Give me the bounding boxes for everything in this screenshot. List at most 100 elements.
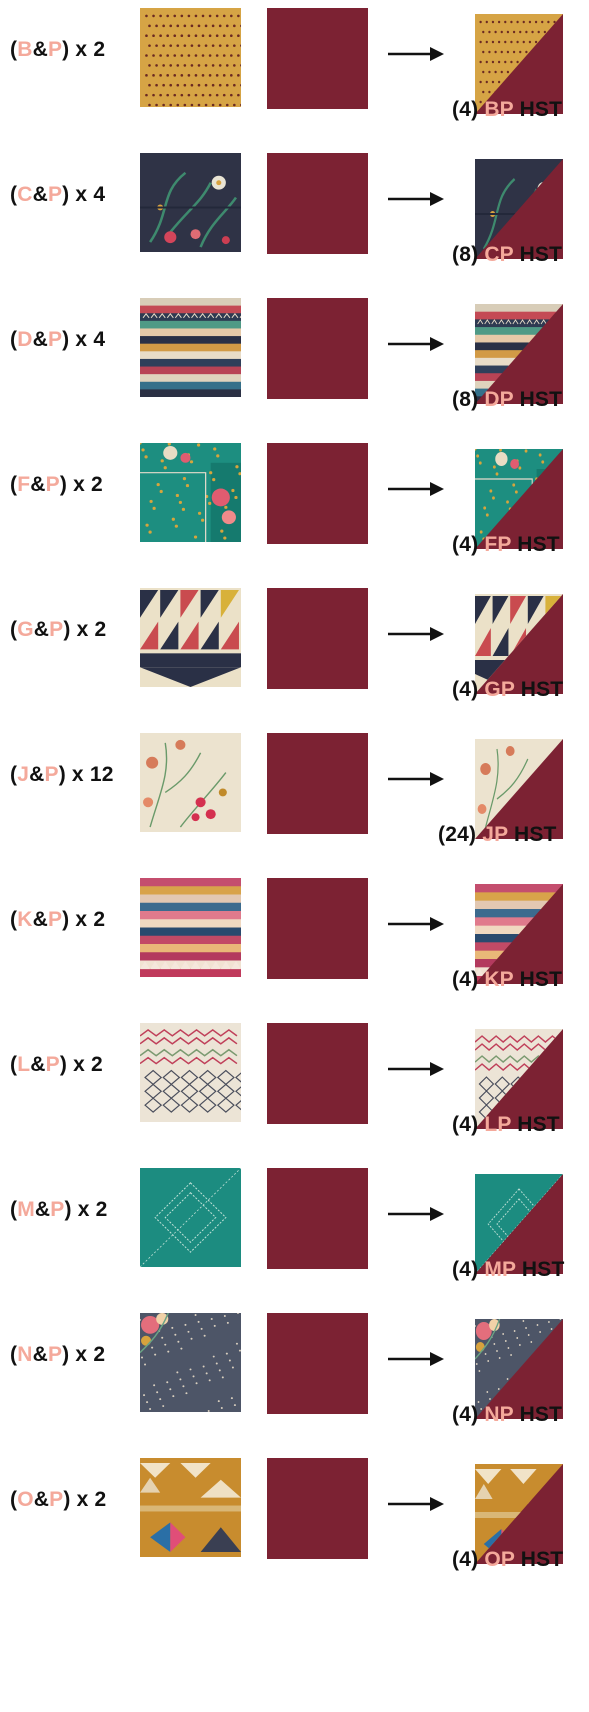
hst-code: LP [484,1113,512,1136]
hst-row: (D&P) x 4 (8) DP HST [0,298,589,456]
solid-swatch [267,298,368,399]
pair-label: (K&P) x 2 [10,908,106,931]
solid-swatch [267,588,368,689]
fabric-pattern [140,153,241,252]
hst-count: (4) [452,1258,479,1281]
solid-letter: P [47,908,63,931]
hst-row: (C&P) x 4 (8) CP HST [0,153,589,311]
pair-label: (N&P) x 2 [10,1343,106,1366]
hst-count: (8) [452,243,479,266]
multiplier: x 2 [76,1488,107,1511]
multiplier: x 2 [75,1343,106,1366]
ampersand: & [34,1198,51,1221]
solid-letter: P [47,1343,63,1366]
hst-row: (N&P) x 2 (4) NP HST [0,1313,589,1471]
hst-code: FP [484,533,512,556]
fabric-letter: G [17,618,34,641]
hst-code: KP [484,968,514,991]
solid-swatch [267,1023,368,1124]
multiplier: x 12 [71,763,114,786]
hst-count-label: (4) KP HST [452,968,562,992]
hst-count-label: (4) LP HST [452,1113,560,1137]
pair-label: (C&P) x 4 [10,183,106,206]
hst-code: MP [484,1258,516,1281]
arrow-right-icon [388,627,444,641]
hst-square [475,1029,563,1129]
fabric-letter: J [17,763,30,786]
multiplier: x 2 [77,1198,108,1221]
fabric-letter: N [17,1343,33,1366]
solid-letter: P [45,1053,60,1076]
solid-swatch [267,443,368,544]
hst-square [475,449,563,549]
fabric-letter: C [17,183,33,206]
hst-code: JP [482,823,508,846]
arrow-right-icon [388,1062,444,1076]
hst-square [475,884,563,984]
hst-unit: HST [521,1258,565,1281]
hst-square [475,1464,563,1564]
hst-count: (4) [452,98,479,121]
hst-unit: HST [513,823,557,846]
fabric-swatch [140,733,241,832]
fabric-swatch [140,1458,241,1557]
hst-row: (G&P) x 2 (4) GP HST [0,588,589,746]
multiplier: x 4 [75,183,106,206]
arrow-right-icon [388,192,444,206]
hst-count: (8) [452,388,479,411]
solid-letter: P [47,183,63,206]
arrow-right-icon [388,337,444,351]
hst-result-square [475,1319,563,1419]
hst-row: (B&P) x 2 (4) BP HST [0,8,589,166]
solid-swatch [267,878,368,979]
solid-letter: P [45,473,60,496]
ampersand: & [33,618,50,641]
fabric-swatch [140,878,241,977]
pair-label: (D&P) x 4 [10,328,106,351]
multiplier: x 4 [75,328,106,351]
ampersand: & [32,1343,48,1366]
fabric-swatch [140,1313,241,1412]
solid-letter: P [50,1198,65,1221]
solid-letter: P [47,38,63,61]
hst-code: GP [484,678,515,701]
fabric-pattern [140,878,241,977]
hst-result-square [475,14,563,114]
hst-row: (M&P) x 2 (4) MP HST [0,1168,589,1326]
hst-unit: HST [517,533,560,556]
hst-row: (L&P) x 2 (4) LP HST [0,1023,589,1181]
solid-letter: P [49,618,64,641]
fabric-pattern [140,298,241,397]
hst-unit: HST [519,98,563,121]
solid-swatch [267,733,368,834]
arrow-right-icon [388,1497,444,1511]
hst-square [475,594,563,694]
fabric-pattern [140,733,241,832]
hst-count-label: (8) DP HST [452,388,562,412]
fabric-swatch [140,8,241,107]
hst-count-label: (4) BP HST [452,98,562,122]
solid-letter: P [49,1488,64,1511]
hst-result-square [475,304,563,404]
arrow-right-icon [388,1352,444,1366]
hst-code: BP [484,98,514,121]
ampersand: & [33,1488,50,1511]
hst-code: OP [484,1548,515,1571]
pair-label: (F&P) x 2 [10,473,103,496]
fabric-letter: O [17,1488,34,1511]
arrow-right-icon [388,482,444,496]
arrow-right-icon [388,772,444,786]
hst-count-label: (4) FP HST [452,533,560,557]
hst-count-label: (8) CP HST [452,243,562,267]
multiplier: x 2 [73,473,103,496]
ampersand: & [29,763,45,786]
multiplier: x 2 [75,38,106,61]
hst-count-label: (4) MP HST [452,1258,565,1282]
hst-square [475,1319,563,1419]
hst-result-square [475,159,563,259]
fabric-swatch [140,1168,241,1267]
fabric-swatch [140,298,241,397]
hst-code: DP [484,388,514,411]
solid-swatch [267,1458,368,1559]
hst-result-square [475,739,563,839]
